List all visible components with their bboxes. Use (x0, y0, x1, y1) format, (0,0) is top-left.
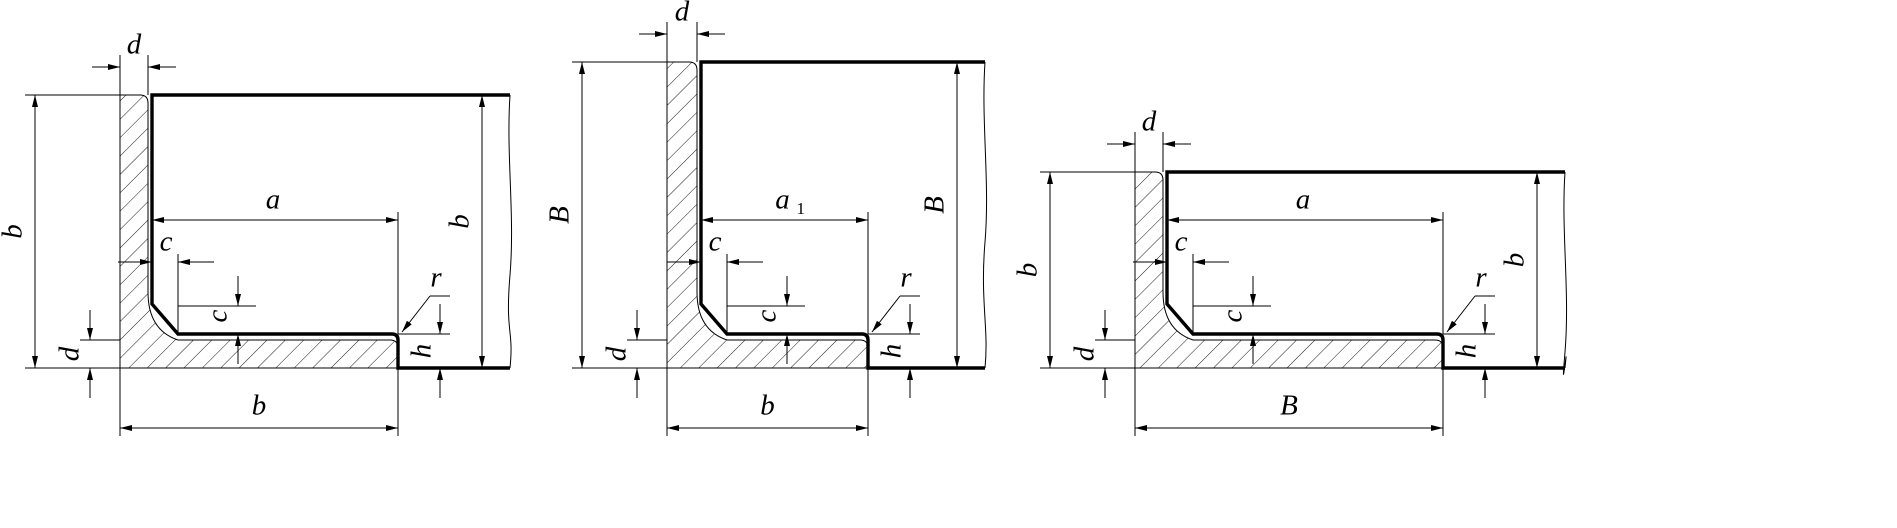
plate-profile (699, 60, 985, 370)
label-bottom-width: b (760, 390, 775, 422)
leader-r (401, 295, 431, 333)
label-right-height: b (444, 214, 476, 229)
label-c-side: c (160, 226, 173, 258)
label-a: a (775, 184, 790, 216)
label-c-side: c (709, 226, 722, 258)
view-right: d b dBa c c r h b (1012, 106, 1568, 436)
hatched-section (1134, 171, 1444, 369)
label-d-top: d (1142, 106, 1157, 138)
label-left-height: b (0, 224, 29, 239)
label-right-height: B (919, 196, 951, 214)
label-d-bottom: d (54, 346, 86, 361)
label-d-bottom: d (601, 346, 633, 361)
label-h: h (1451, 344, 1483, 359)
label-c-side: c (1175, 226, 1188, 258)
label-r: r (430, 262, 442, 294)
plate-profile (1165, 170, 1565, 370)
label-d-top: d (675, 0, 690, 28)
label-h: h (876, 344, 908, 359)
label-a: a (1296, 184, 1311, 216)
label-r: r (900, 262, 912, 294)
label-c-bottom: c (202, 309, 234, 322)
label-d-bottom: d (1069, 346, 1101, 361)
break-line (1562, 171, 1568, 375)
label-r: r (1475, 262, 1487, 294)
label-bottom-width: b (252, 390, 267, 422)
label-a: a (266, 184, 281, 216)
label-a-subscript: 1 (797, 199, 806, 218)
view-left: d b d b a c c r h b (0, 29, 513, 436)
leader-r (1446, 295, 1476, 333)
label-bottom-width: B (1280, 390, 1298, 422)
plate-profile (150, 93, 510, 370)
label-right-height: b (1499, 253, 1531, 268)
label-c-bottom: c (751, 309, 783, 322)
label-d-top: d (127, 29, 142, 61)
break-line (507, 94, 513, 369)
label-h: h (406, 344, 438, 359)
label-c-bottom: c (1217, 309, 1249, 322)
label-left-height: B (544, 206, 576, 224)
leader-r (871, 295, 901, 333)
break-line (982, 61, 988, 369)
label-left-height: b (1012, 263, 1044, 278)
